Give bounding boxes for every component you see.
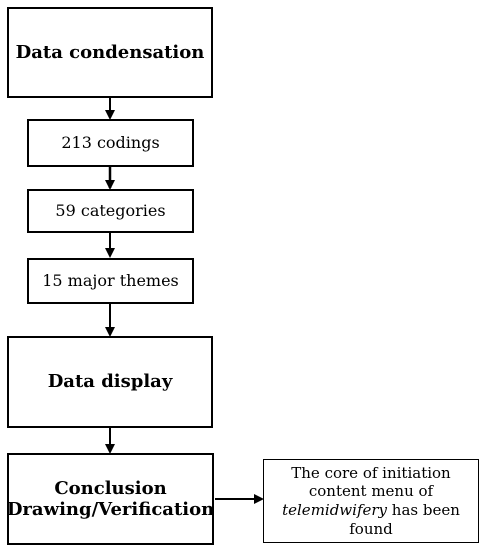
result-line4: found <box>349 519 393 538</box>
conclusion-label-line2: Drawing/Verification <box>6 499 215 520</box>
conclusion-box: Conclusion Drawing/Verification <box>7 453 214 545</box>
themes-label: 15 major themes <box>42 270 179 290</box>
result-box: The core of initiation content menu of t… <box>263 459 479 543</box>
result-italic-term: telemidwifery <box>282 501 388 519</box>
data-display-box: Data display <box>7 336 213 428</box>
result-line1: The core of initiation <box>291 463 451 482</box>
result-line3-rest: has been <box>387 501 460 519</box>
data-display-label: Data display <box>47 371 173 393</box>
themes-box: 15 major themes <box>27 258 194 304</box>
categories-label: 59 categories <box>55 200 166 220</box>
result-line3: telemidwifery has been <box>282 501 460 520</box>
codings-box: 213 codings <box>27 119 194 167</box>
categories-box: 59 categories <box>27 189 194 233</box>
result-line2: content menu of <box>308 482 434 501</box>
data-condensation-box: Data condensation <box>7 7 213 98</box>
conclusion-label-line1: Conclusion <box>54 477 167 499</box>
data-condensation-label: Data condensation <box>15 41 205 63</box>
codings-label: 213 codings <box>61 132 160 152</box>
